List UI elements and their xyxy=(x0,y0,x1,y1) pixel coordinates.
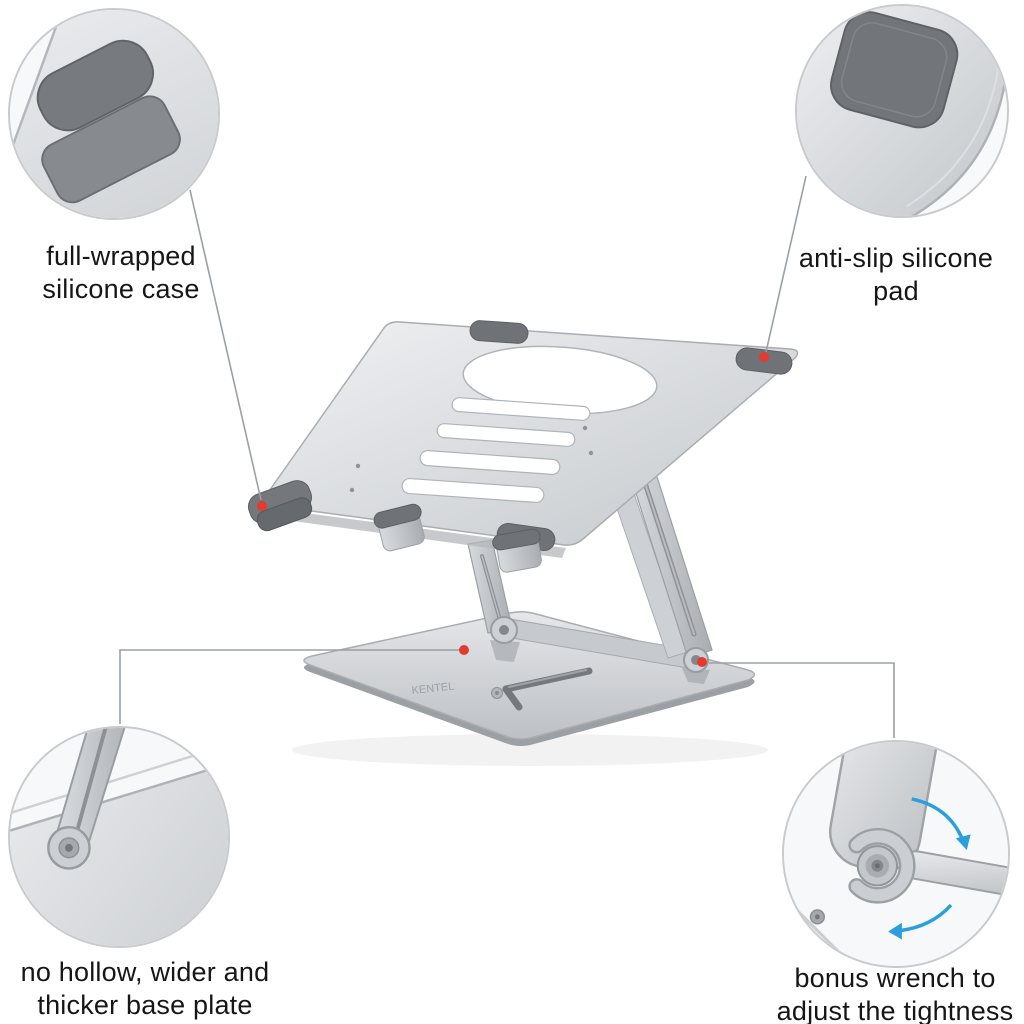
marker-dot-base-plate xyxy=(459,645,469,655)
leader-line-wrench xyxy=(709,662,895,738)
top-platform xyxy=(247,320,799,573)
zoom-silicone-pad xyxy=(830,11,959,129)
support-arms xyxy=(467,460,713,659)
base-plate-label-line2: thicker base plate xyxy=(37,989,253,1020)
screws xyxy=(349,425,594,493)
leader-line-silicone-case xyxy=(189,189,262,501)
silicone-case-label-line2: silicone case xyxy=(42,273,200,304)
leader-line-silicone-pad xyxy=(765,175,807,353)
leader-lines xyxy=(119,175,895,738)
leader-line-base-plate xyxy=(119,649,461,724)
zoom-silicone-cap xyxy=(36,39,154,132)
rotate-arrows xyxy=(888,797,971,940)
base-plate-label-line1: no hollow, wider and xyxy=(20,957,270,987)
front-hook-left xyxy=(373,503,425,552)
marker-dots xyxy=(257,352,769,667)
front-hook-right xyxy=(492,528,542,573)
label-wrench: bonus wrench to adjust the tightness xyxy=(740,962,1024,1024)
silicone-case-label-line1: full-wrapped xyxy=(46,241,196,271)
marker-dot-silicone-case xyxy=(257,501,267,511)
brand-logo: KENTEL xyxy=(411,681,455,697)
base-plate-zoom xyxy=(10,728,228,946)
vent-slots xyxy=(401,397,591,504)
floor-shadow xyxy=(292,734,768,766)
zoom-wrench-jaw xyxy=(850,830,914,902)
wrench-zoom xyxy=(784,742,1008,966)
silicone-case-zoom xyxy=(10,10,218,218)
label-silicone-pad: anti-slip silicone pad xyxy=(770,242,1022,308)
wrench-label-line2: adjust the tightness xyxy=(776,995,1014,1024)
corner-silicone-case xyxy=(247,480,313,532)
marker-dot-wrench xyxy=(697,657,707,667)
wrench-label-line1: bonus wrench to xyxy=(794,963,996,993)
silicone-pad-label-line1: anti-slip silicone xyxy=(798,243,994,273)
zoom-silicone-side xyxy=(41,95,181,204)
hinge-left xyxy=(490,616,520,662)
callout-base-plate-circle xyxy=(8,726,230,948)
silicone-pad-zoom xyxy=(797,6,1007,216)
callout-wrench-circle xyxy=(782,740,1010,968)
silicone-pad-label-line2: pad xyxy=(873,275,919,306)
label-silicone-case: full-wrapped silicone case xyxy=(0,240,246,306)
callout-silicone-pad-circle xyxy=(795,4,1009,218)
wrench-on-base xyxy=(491,667,593,711)
marker-dot-silicone-pad xyxy=(759,352,769,362)
label-base-plate: no hollow, wider and thicker base plate xyxy=(0,956,290,1022)
callout-silicone-case-circle xyxy=(8,8,220,220)
